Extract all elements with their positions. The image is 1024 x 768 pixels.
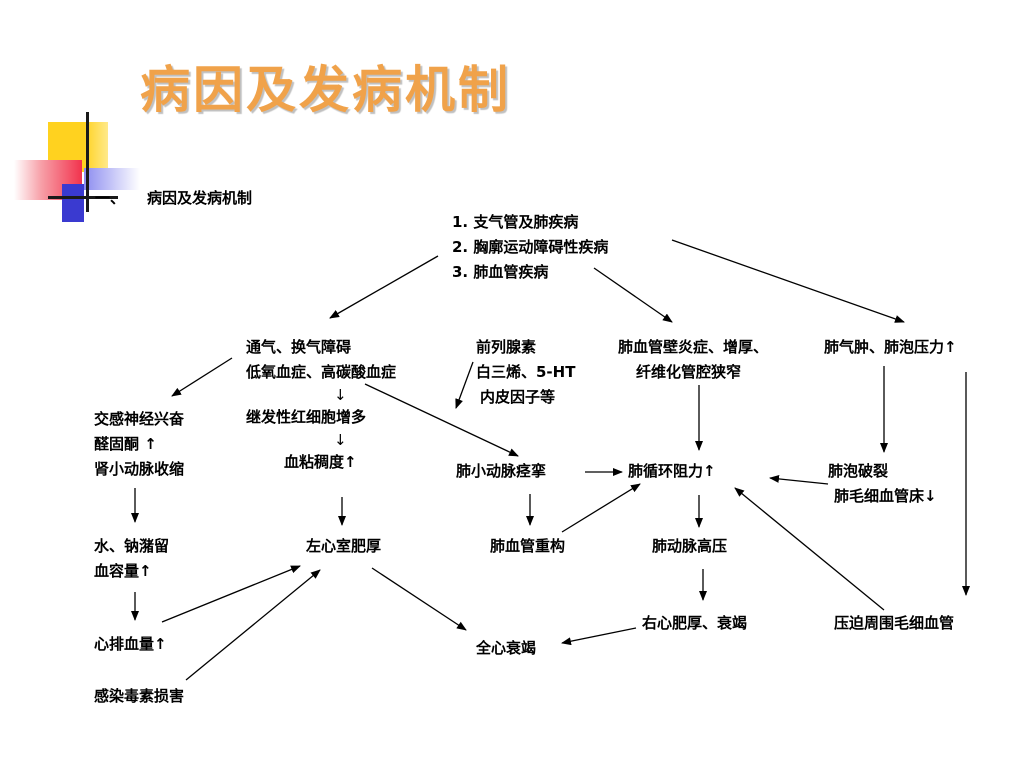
arrow-output-to-lv [161,565,301,623]
arrow-lv-to-failure [371,567,467,631]
arrow-rupture-to-resistance [769,474,829,485]
deco-vertical-line [86,112,89,212]
mediator-2: 白三烯、5-HT [476,363,576,381]
ventilation-arrow-2: ↓ [334,431,347,449]
node-emphysema: 肺气肿、肺泡压力↑ [824,335,957,360]
arrow-ventilation-to-spasm [364,383,519,457]
deco-horizontal-line [48,196,118,199]
deco-blue-block [62,184,84,222]
node-rv-failure: 右心肥厚、衰竭 [642,614,748,632]
ventilation-line-4: 血粘稠度↑ [284,453,357,471]
sympathetic-line-2: 醛固酮 ↑ [94,435,157,453]
arrow-rv-to-failure [561,627,637,646]
page-title: 病因及发病机制 [140,61,511,119]
node-capillary-compress: 压迫周围毛细血管 [834,614,955,632]
node-sympathetic: 交感神经兴奋 醛固酮 ↑ 肾小动脉收缩 [94,407,184,482]
deco-blue-fade [84,168,140,190]
emphysema-text: 肺气肿、肺泡压力↑ [824,338,957,356]
vessel-wall-line-2: 纤维化管腔狭窄 [636,363,742,381]
section-title: 病因及发病机制 [147,189,253,207]
ventilation-line-3: 继发性红细胞增多 [246,408,367,426]
sympathetic-line-3: 肾小动脉收缩 [94,460,185,478]
vessel-wall-line-1: 肺血管壁炎症、增厚、 [618,338,769,356]
node-cardiac-output: 心排血量↑ [94,635,167,653]
node-arteriole-spasm: 肺小动脉痉挛 [456,462,547,480]
arrow-mediators-to-spasm [455,361,474,409]
ventilation-line-1: 通气、换气障碍 [246,338,352,356]
mediator-3: 内皮因子等 [480,388,556,406]
water-line-1: 水、钠潴留 [94,537,170,555]
node-infection: 感染毒素损害 [94,687,185,705]
node-resistance: 肺循环阻力↑ [628,462,716,480]
arrow-causes-to-emphysema [671,239,905,323]
arrow-infection-to-lv [185,569,321,681]
rupture-line-2: 肺毛细血管床↓ [834,487,937,505]
section-heading: 一、 病因及发病机制 [95,187,252,208]
water-line-2: 血容量↑ [94,562,152,580]
cause-1: 1. 支气管及肺疾病 [452,213,579,231]
arrow-causes-to-ventilation [329,255,439,319]
arrow-causes-to-vessel-wall [593,267,673,323]
sympathetic-line-1: 交感神经兴奋 [94,410,185,428]
arrow-ventilation-to-sympathetic [171,357,233,397]
node-lv-hypertrophy: 左心室肥厚 [306,537,382,555]
ventilation-line-2: 低氧血症、高碳酸血症 [246,363,397,381]
mediator-1: 前列腺素 [476,338,537,356]
ventilation-arrow-1: ↓ [334,386,347,404]
node-mediators: 前列腺素 白三烯、5-HT 内皮因子等 [476,335,575,410]
node-alveolar-rupture: 肺泡破裂 肺毛细血管床↓ [828,459,937,509]
rupture-line-1: 肺泡破裂 [828,462,889,480]
cause-3: 3. 肺血管疾病 [452,263,549,281]
node-total-failure: 全心衰竭 [476,639,537,657]
cause-2: 2. 胸廓运动障碍性疾病 [452,238,609,256]
node-water-sodium: 水、钠潴留 血容量↑ [94,534,169,584]
arrow-remodel-to-resistance [561,483,641,533]
node-ventilation: 通气、换气障碍 低氧血症、高碳酸血症 ↓ 继发性红细胞增多 ↓ 血粘稠度↑ [246,335,396,475]
node-vessel-wall: 肺血管壁炎症、增厚、 纤维化管腔狭窄 [618,335,768,385]
node-pulm-hypertension: 肺动脉高压 [652,537,728,555]
arrow-compress-to-resistance [734,487,885,611]
node-causes: 1. 支气管及肺疾病 2. 胸廓运动障碍性疾病 3. 肺血管疾病 [452,210,608,285]
section-number: 一、 [95,189,126,207]
node-vascular-remodel: 肺血管重构 [490,537,566,555]
